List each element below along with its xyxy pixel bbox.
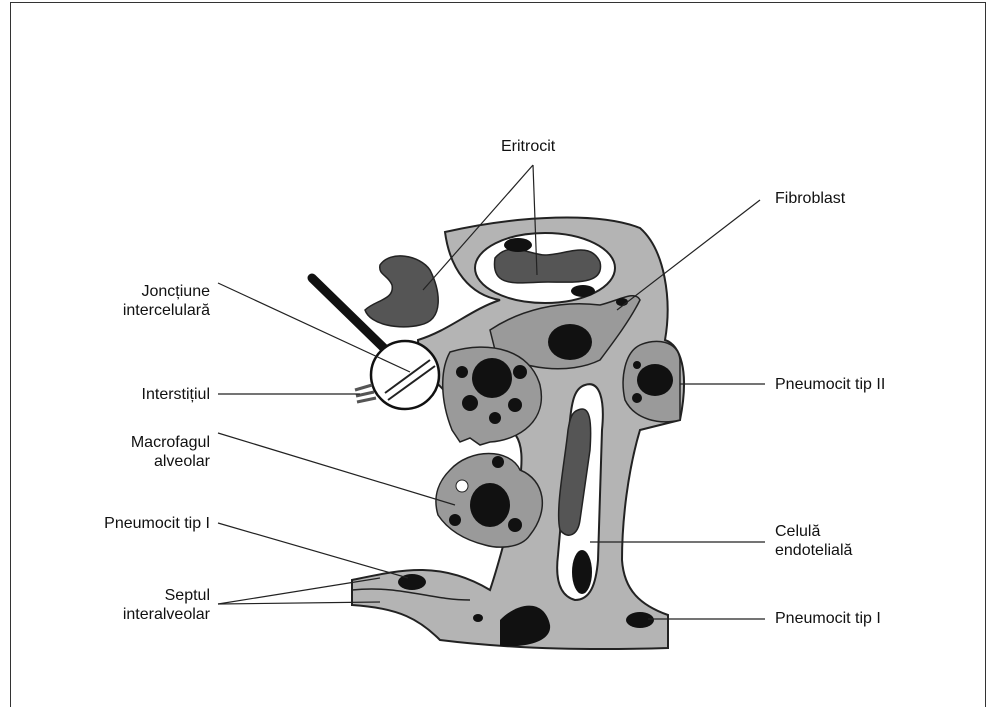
granule <box>632 393 642 403</box>
label-celula-line2: endotelială <box>775 541 852 560</box>
nucleus <box>470 483 510 527</box>
nucleus <box>473 614 483 622</box>
label-fibroblast: Fibroblast <box>775 189 845 208</box>
label-macrofag: Macrofagul alveolar <box>105 433 210 471</box>
label-interstitiul: Interstițiul <box>105 385 210 404</box>
granule <box>513 365 527 379</box>
label-septul-line1: Septul <box>105 586 210 605</box>
label-jonctiune-line1: Joncțiune <box>105 282 210 301</box>
granule <box>489 412 501 424</box>
granule <box>508 518 522 532</box>
granule <box>492 456 504 468</box>
granule <box>449 514 461 526</box>
label-septul-line2: interalveolar <box>105 605 210 624</box>
nucleus <box>637 364 673 396</box>
granule <box>456 366 468 378</box>
nucleus <box>572 550 592 594</box>
label-septul: Septul interalveolar <box>105 586 210 624</box>
label-jonctiune-line2: intercelulară <box>105 301 210 320</box>
nucleus <box>571 285 595 297</box>
pneumocyte-i-nucleus-right <box>626 612 654 628</box>
label-macrofag-line1: Macrofagul <box>105 433 210 452</box>
granule <box>633 361 641 369</box>
erythrocyte-free <box>365 256 438 327</box>
label-macrofag-line2: alveolar <box>105 452 210 471</box>
nucleus <box>548 324 592 360</box>
granule <box>508 398 522 412</box>
granule <box>462 395 478 411</box>
nucleus <box>504 238 532 252</box>
label-pneumocit-ii: Pneumocit tip II <box>775 375 885 394</box>
label-jonctiune: Joncțiune intercelulară <box>105 282 210 320</box>
label-pneumocit-i-right: Pneumocit tip I <box>775 609 881 628</box>
lens-circle <box>371 341 439 409</box>
label-eritrocit: Eritrocit <box>501 137 555 156</box>
label-celula-line1: Celulă <box>775 522 852 541</box>
label-celula-endoteliala: Celulă endotelială <box>775 522 852 560</box>
erythrocyte-top <box>494 249 600 283</box>
nucleus <box>616 298 628 306</box>
granule <box>456 480 468 492</box>
label-pneumocit-i-left: Pneumocit tip I <box>30 514 210 533</box>
nucleus <box>472 358 512 398</box>
